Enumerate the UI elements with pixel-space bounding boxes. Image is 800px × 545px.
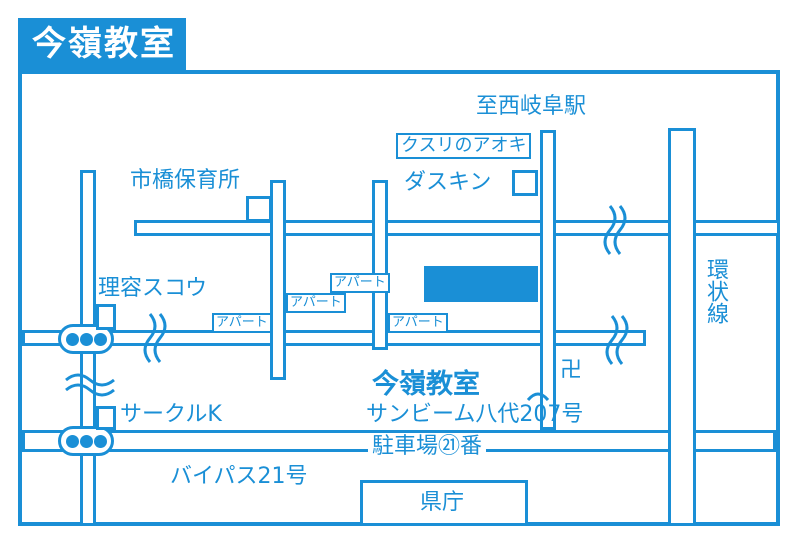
prefecture-label: 県庁	[420, 490, 465, 515]
circle-k-label: サークルK	[120, 402, 222, 427]
barber-label: 理容スコウ	[98, 276, 208, 301]
traffic-signal-icon	[58, 324, 114, 354]
junction	[375, 333, 385, 343]
duskin-label: ダスキン	[404, 170, 492, 195]
kusuri-store-label: クスリのアオキ	[396, 133, 532, 159]
destination-marker	[424, 266, 538, 302]
junction	[543, 333, 553, 343]
destination-label: 今嶺教室	[372, 369, 480, 400]
road-break-icon	[603, 205, 617, 255]
junction	[273, 333, 283, 343]
prefecture-building	[360, 480, 528, 526]
road-break-icon	[65, 373, 115, 387]
temple-icon: 卍	[560, 358, 583, 383]
nursery-label: 市橋保育所	[130, 168, 241, 193]
sunbeam-label: サンビーム八代207号	[366, 402, 584, 427]
junction	[671, 223, 693, 233]
road-break-icon	[153, 313, 167, 363]
duskin-building	[512, 170, 538, 196]
nursery-building	[246, 196, 272, 222]
road-break-icon	[615, 315, 629, 365]
apartment-label: アパート	[212, 313, 272, 334]
road-break-icon	[605, 315, 619, 365]
road-break-icon	[526, 392, 550, 402]
road-ring-line	[668, 128, 696, 526]
junction	[671, 433, 693, 449]
ring-road-label: 環状線	[700, 258, 728, 333]
map-title: 今嶺教室	[18, 18, 186, 70]
traffic-signal-icon	[58, 426, 114, 456]
road-street-b	[372, 180, 388, 350]
junction	[543, 223, 553, 233]
junction	[273, 223, 283, 233]
barber-building	[96, 304, 116, 330]
road-break-icon	[65, 383, 115, 397]
circle-k-building	[96, 406, 116, 430]
apartment-label: アパート	[330, 273, 390, 294]
road-break-icon	[143, 313, 157, 363]
road-middle-east-west	[22, 330, 646, 346]
bypass-label: バイパス21号	[170, 464, 308, 489]
ring-road-text: 環状線	[703, 258, 728, 324]
apartment-label: アパート	[286, 293, 346, 314]
gifu-station-label: 至西岐阜駅	[476, 94, 587, 119]
apartment-label: アパート	[388, 313, 448, 334]
junction	[543, 433, 553, 449]
junction	[375, 223, 385, 233]
parking-label: 駐車場㉑番	[368, 436, 487, 458]
road-street-c	[540, 130, 556, 430]
road-break-icon	[613, 205, 627, 255]
